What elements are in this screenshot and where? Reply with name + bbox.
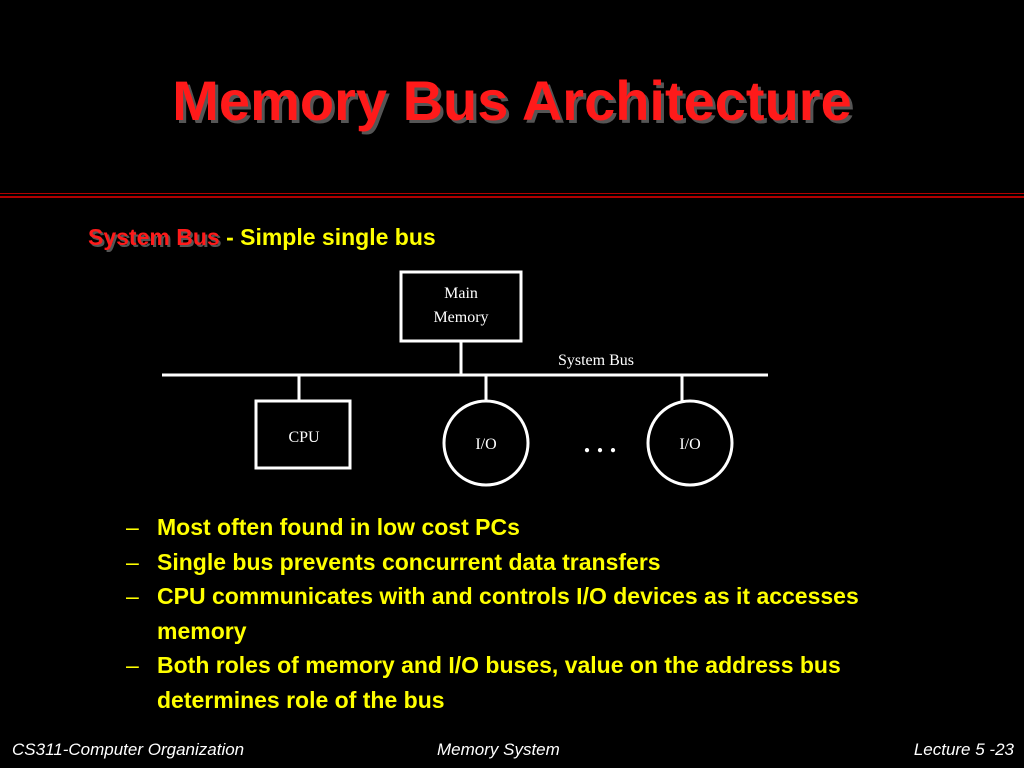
- io-right-circle: [646, 399, 734, 487]
- bullet-item: – CPU communicates with and controls I/O…: [126, 579, 926, 648]
- bullet-dash: –: [126, 652, 139, 678]
- footer-lecture-number: Lecture 5 -23: [913, 740, 1014, 759]
- ellipsis: . . .: [584, 429, 617, 458]
- bullet-dash: –: [126, 548, 139, 575]
- io-right-label: I/O: [679, 436, 700, 453]
- title-divider: [0, 193, 1024, 198]
- system-bus-label: System Bus: [558, 352, 634, 369]
- bullet-list: – Most often found in low cost PCs – Sin…: [126, 510, 926, 717]
- bullet-dash: –: [126, 583, 139, 609]
- main-memory-label-line1: Main: [444, 285, 478, 302]
- bullet-item: – Most often found in low cost PCs: [126, 510, 926, 545]
- bullet-text: Most often found in low cost PCs: [157, 514, 520, 540]
- footer-course: CS311-Computer Organization: [12, 740, 245, 759]
- bullet-text: CPU communicates with and controls I/O d…: [157, 583, 859, 644]
- io-left-label: I/O: [475, 436, 496, 453]
- cpu-label: CPU: [288, 429, 320, 446]
- bullet-text: Both roles of memory and I/O buses, valu…: [157, 652, 841, 713]
- main-memory-label-line2: Memory: [433, 309, 488, 326]
- main-memory-box: [399, 270, 523, 343]
- bullet-item: – Single bus prevents concurrent data tr…: [126, 545, 926, 580]
- cpu-box: [254, 399, 352, 470]
- subheading: System Bus - Simple single bus: [88, 224, 436, 251]
- subheading-highlight: System Bus: [88, 224, 220, 250]
- io-left-circle: [442, 399, 530, 487]
- bullet-dash: –: [126, 514, 139, 540]
- bullet-text: Single bus prevents concurrent data tran…: [157, 548, 661, 575]
- slide-title: Memory Bus Architecture: [172, 69, 852, 132]
- subheading-text: - Simple single bus: [226, 224, 436, 250]
- bullet-item: – Both roles of memory and I/O buses, va…: [126, 648, 926, 717]
- footer-topic: Memory System: [437, 740, 560, 759]
